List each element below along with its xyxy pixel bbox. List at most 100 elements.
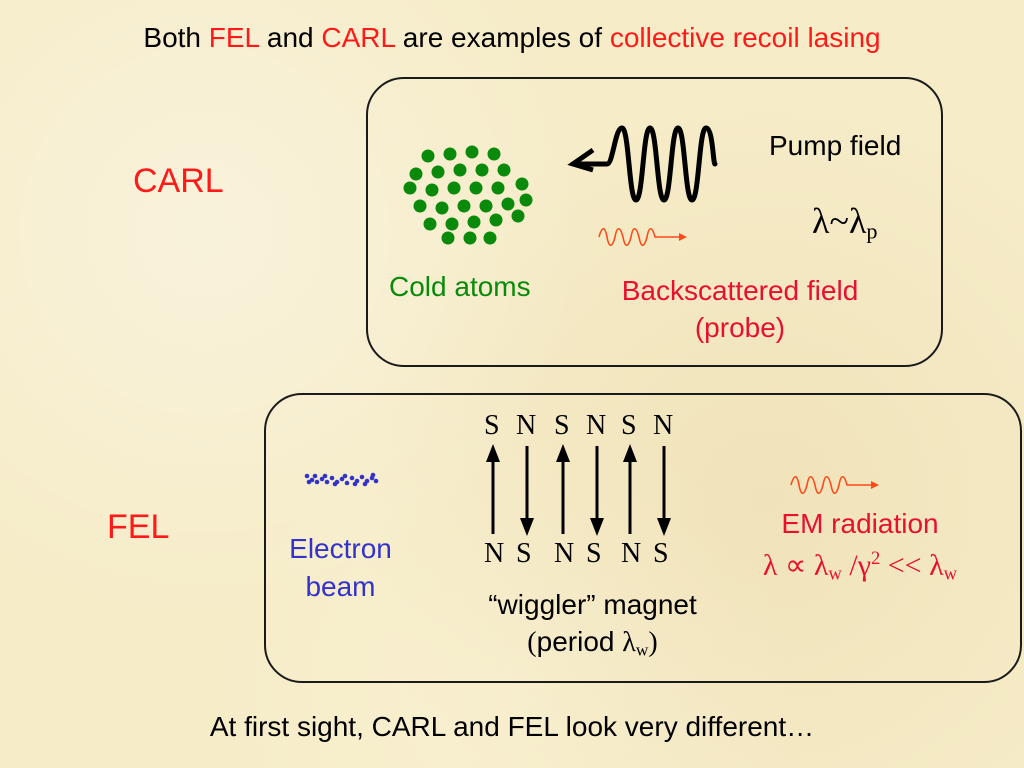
formula-lambda: λ: [762, 549, 778, 582]
atom-dot: [443, 147, 457, 161]
pole-bottom-1: N: [484, 538, 505, 569]
atom-dot: [501, 197, 515, 211]
lambda-symbol: λ: [812, 201, 830, 241]
electron-dot: [306, 479, 312, 485]
pump-wave-graphic: [567, 125, 718, 203]
em-radiation-formula: λ ∝ λw /γ2 << λw: [720, 548, 1000, 586]
field-arrow-up-icon: [556, 444, 570, 534]
formula-sup-2: 2: [870, 547, 881, 569]
formula-much-less: <<: [880, 549, 930, 582]
title-fel: FEL: [208, 22, 260, 53]
pump-field-label: Pump field: [769, 130, 902, 161]
atom-dot: [465, 145, 479, 159]
electron-dot: [322, 473, 328, 479]
pump-arrow-head-icon: [567, 147, 595, 173]
electron-dot: [342, 473, 348, 479]
electron-dot: [344, 480, 350, 486]
atom-dot: [475, 163, 489, 177]
wiggler-lambda: λ: [622, 627, 636, 658]
electron-dot: [329, 475, 335, 481]
lambda-p-subscript: p: [866, 218, 878, 244]
formula-lambda-w: λ: [813, 549, 829, 582]
atom-dot: [469, 181, 483, 195]
title-highlight: collective recoil lasing: [609, 22, 881, 53]
electron-beam-label: Electron beam: [268, 530, 413, 606]
em-radiation-wave-icon: [790, 475, 879, 495]
atom-dot: [409, 167, 423, 181]
atom-dot: [435, 201, 449, 215]
formula-propto: ∝: [777, 549, 814, 582]
atom-dot: [447, 181, 461, 195]
atom-dot: [497, 163, 511, 177]
wiggler-magnet-label: “wiggler” magnet (period λw): [440, 586, 745, 668]
probe-wave-icon: [598, 227, 687, 247]
pole-top-6: N: [653, 410, 674, 441]
pole-bottom-4: S: [586, 538, 602, 569]
electron-dot: [324, 479, 330, 485]
electron-dot: [312, 473, 318, 479]
carl-box: [366, 77, 943, 367]
field-arrow-down-icon: [520, 446, 534, 536]
formula-lambda-w2: λ: [929, 549, 944, 582]
title-carl: CARL: [321, 22, 396, 53]
atom-dot: [467, 215, 481, 229]
em-radiation-label: EM radiation: [781, 508, 939, 539]
electron-dot: [304, 473, 310, 479]
field-arrow-down-icon: [657, 446, 671, 536]
carl-label: CARL: [133, 162, 224, 200]
wiggler-line1: “wiggler” magnet: [488, 589, 697, 620]
atom-dot: [425, 183, 439, 197]
atom-dot: [441, 231, 455, 245]
formula-slash: /: [841, 549, 858, 582]
wiggler-lambda-sub: w: [635, 640, 649, 660]
pole-top-2: N: [516, 410, 537, 441]
electron-dot: [332, 481, 338, 487]
field-arrow-up-icon: [486, 444, 500, 534]
electron-dot: [373, 478, 379, 484]
pole-top-5: S: [621, 410, 637, 441]
formula-sub-w: w: [828, 563, 842, 585]
title-part1: Both: [143, 22, 209, 53]
atom-dot: [487, 147, 501, 161]
atom-dot: [489, 213, 503, 227]
wiggler-arrows-graphic: [486, 444, 671, 536]
pole-top-1: S: [484, 410, 500, 441]
electron-line1: Electron: [289, 533, 392, 564]
formula-gamma: γ: [857, 549, 871, 582]
lambda-p-symbol: λ: [848, 201, 867, 241]
pole-top-3: S: [554, 410, 570, 441]
atom-dot: [445, 217, 459, 231]
pole-bottom-3: N: [554, 538, 575, 569]
atom-dot: [491, 181, 505, 195]
atom-dot: [413, 199, 427, 213]
atom-dot: [511, 209, 525, 223]
electron-dot: [370, 472, 376, 478]
cold-atoms-label: Cold atoms: [389, 271, 531, 302]
electron-dot: [362, 481, 368, 487]
atom-dot: [483, 231, 497, 245]
fel-box: [264, 393, 1022, 683]
wiggler-period-text: period: [536, 626, 623, 657]
electron-dot: [314, 479, 320, 485]
backscattered-line2: (probe): [694, 312, 786, 343]
title-part3: are examples of: [395, 22, 610, 53]
field-arrow-down-icon: [590, 446, 604, 536]
atom-dot: [519, 193, 533, 207]
electron-dot: [339, 476, 345, 482]
wiggler-open-paren: (: [527, 627, 537, 658]
electron-dot: [349, 475, 355, 481]
pole-bottom-2: S: [516, 538, 532, 569]
electron-line2: beam: [305, 571, 376, 602]
backscattered-line1: Backscattered field: [621, 275, 859, 306]
electron-dot: [359, 474, 365, 480]
wiggler-line2: (period λw): [440, 623, 745, 668]
footer-text: At first sight, CARL and FEL look very d…: [209, 711, 815, 742]
atom-dot: [421, 149, 435, 163]
atom-dot: [479, 199, 493, 213]
electron-dot: [319, 476, 325, 482]
pole-bottom-6: S: [653, 538, 669, 569]
electron-dot: [352, 481, 358, 487]
atom-dot: [463, 231, 477, 245]
